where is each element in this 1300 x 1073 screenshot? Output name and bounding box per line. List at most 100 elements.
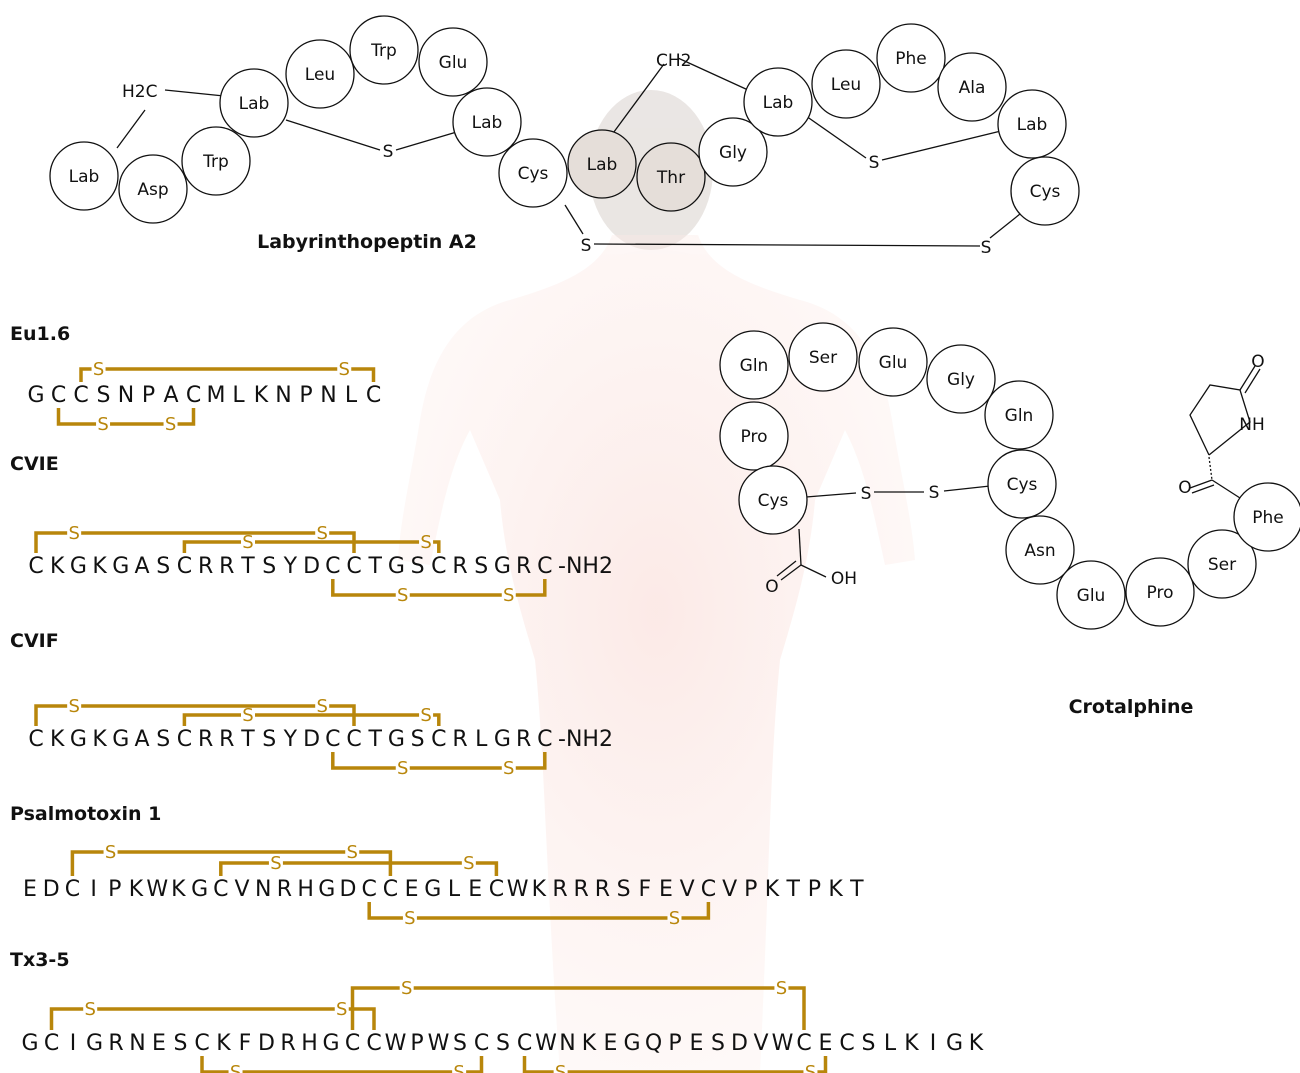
disulfide-s-label: S — [105, 842, 116, 863]
sequence-letter: S — [97, 383, 111, 408]
sequence-letter: C — [28, 554, 43, 579]
residue-label: Cys — [1007, 475, 1038, 495]
residue-circle: Trp — [181, 126, 251, 196]
carbonyl-o-label: O — [765, 577, 778, 597]
residue-label: Gln — [740, 356, 769, 376]
residue-circle: Phe — [876, 23, 946, 93]
residue-circle: Gly — [926, 344, 996, 414]
sequence-letter: S — [474, 554, 488, 579]
residue-circle: Asn — [1005, 515, 1075, 585]
sequence-letter: E — [23, 877, 37, 902]
sequence-letter: W — [507, 877, 529, 902]
sequence-letter: C — [362, 877, 377, 902]
residue-circle: Trp — [349, 15, 419, 85]
sequence-letter: K — [92, 554, 107, 579]
sequence-letter: R — [574, 877, 589, 902]
sequence-suffix: -NH2 — [558, 554, 613, 579]
sequence-letter: C — [194, 1031, 209, 1056]
residue-circle: Lab — [743, 67, 813, 137]
sequence-letter: P — [410, 1031, 423, 1056]
sequence-suffix: -NH2 — [558, 727, 613, 752]
sequence-letter: F — [638, 877, 651, 902]
sequence-letter: V — [680, 877, 695, 902]
peptide-title: Psalmotoxin 1 — [10, 803, 161, 825]
residue-circle: Lab — [49, 141, 119, 211]
sequence-letter: S — [453, 1031, 467, 1056]
sequence-letter: F — [239, 1031, 252, 1056]
sequence-letter: R — [452, 554, 467, 579]
sequence-letter: S — [617, 877, 631, 902]
sequence-letter: K — [828, 877, 843, 902]
residue-circle: Lab — [452, 87, 522, 157]
sequence-letter: E — [819, 1031, 833, 1056]
sequence-letter: P — [808, 877, 821, 902]
residue-label: Asp — [137, 180, 168, 200]
sequence-letter: G — [27, 383, 44, 408]
disulfide-s-label: S — [242, 532, 253, 553]
sequence-letter: E — [659, 877, 673, 902]
sequence-letter: K — [171, 877, 186, 902]
disulfide-s-label: S — [397, 585, 408, 606]
sequence-letter: C — [51, 383, 66, 408]
ring-o-label: O — [1251, 352, 1264, 372]
sequence-letter: W — [772, 1031, 794, 1056]
residue-circle: Ala — [937, 52, 1007, 122]
sequence-letter: N — [320, 383, 336, 408]
sequence-letter: C — [474, 1031, 489, 1056]
sequence-letter: C — [177, 554, 192, 579]
residue-label: Lab — [239, 94, 270, 114]
peptide-title: CVIF — [10, 630, 59, 652]
sequence-letter: G — [494, 727, 511, 752]
sequence-letter: V — [234, 877, 249, 902]
sequence-letter: C — [28, 727, 43, 752]
sequence-letter: C — [701, 877, 716, 902]
sequence-letter: C — [431, 727, 446, 752]
residue-label: Cys — [758, 491, 789, 511]
sequence-letter: P — [142, 383, 155, 408]
sequence-letter: L — [448, 877, 461, 902]
sequence-letter: G — [494, 554, 511, 579]
disulfide-s-label: S — [339, 359, 350, 380]
sequence-letter: K — [254, 383, 269, 408]
sequence-letter: A — [134, 727, 149, 752]
sequence-letter: G — [318, 877, 335, 902]
sequence-letter: R — [516, 727, 531, 752]
disulfide-s-label: S — [669, 908, 680, 929]
sulfur-label: S — [861, 484, 872, 504]
sequence-letter: K — [969, 1031, 984, 1056]
residue-circle: Lab — [567, 129, 637, 199]
sequence-letter: R — [108, 1031, 123, 1056]
sequence-letter: Y — [283, 727, 298, 752]
residue-label: Asn — [1024, 541, 1055, 561]
peptide-title: Labyrinthopeptin A2 — [257, 231, 477, 253]
sequence-letter: G — [623, 1031, 640, 1056]
disulfide-s-label: S — [776, 978, 787, 999]
residue-label: Lab — [763, 93, 794, 113]
disulfide-s-label: S — [463, 853, 474, 874]
residue-label: Lab — [587, 155, 618, 175]
residue-label: Glu — [1077, 586, 1106, 606]
residue-circle: Lab — [219, 68, 289, 138]
disulfide-s-label: S — [420, 705, 431, 726]
disulfide-s-label: S — [165, 414, 176, 435]
sequence-letter: C — [839, 1031, 854, 1056]
residue-circle: Leu — [811, 49, 881, 119]
labyrinthopeptin-a2: Lab Asp Trp Lab Leu Trp Glu Lab Cys Lab … — [49, 15, 1080, 258]
sequence-letter: I — [930, 1031, 937, 1056]
sequence-letter: S — [862, 1031, 876, 1056]
residue-circle: Asp — [118, 154, 188, 224]
sequence-letter: C — [383, 877, 398, 902]
disulfide-s-label: S — [97, 414, 108, 435]
sequence-letter: S — [156, 727, 170, 752]
disulfide-s-label: S — [347, 842, 358, 863]
sequence-letter: S — [411, 554, 425, 579]
sequence-letter: H — [297, 877, 314, 902]
sulfur-label: S — [869, 153, 880, 173]
disulfide-s-label: S — [230, 1062, 241, 1073]
